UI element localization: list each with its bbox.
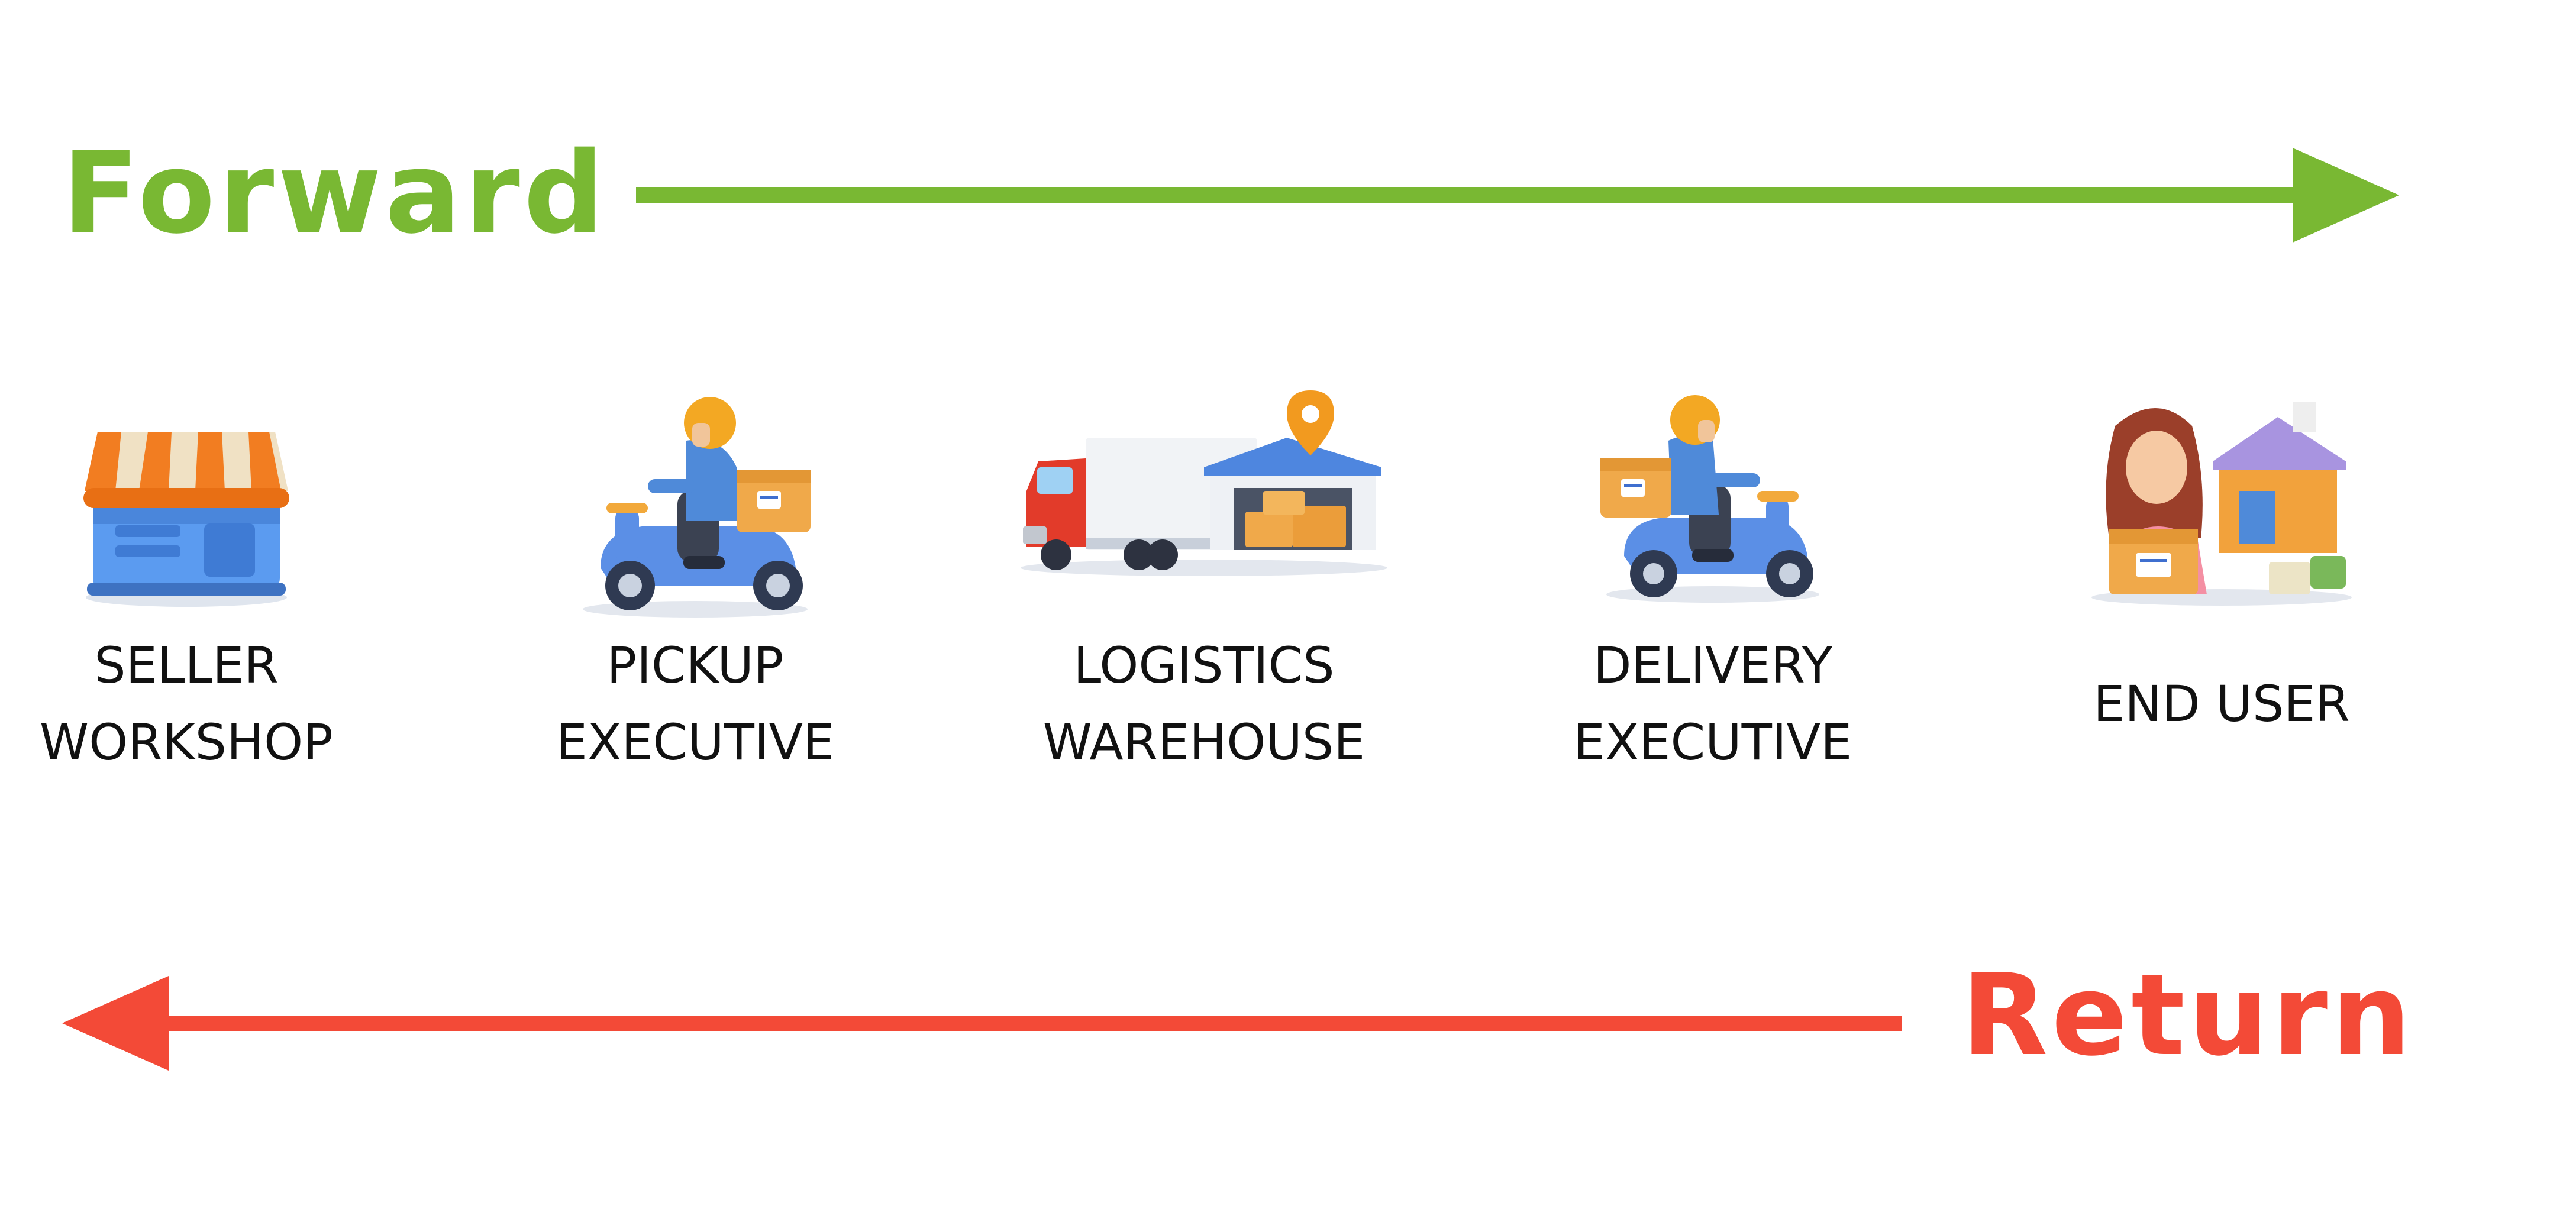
truck-warehouse-icon xyxy=(1021,390,1387,576)
shop-icon xyxy=(83,432,289,607)
label-line: WORKSHOP xyxy=(40,713,333,771)
label-line: EXECUTIVE xyxy=(556,713,835,771)
customer-house-icon xyxy=(2091,402,2352,606)
label-line: END USER xyxy=(2093,675,2350,733)
node-label-pickup-executive: PICKUP EXECUTIVE xyxy=(482,627,908,781)
node-delivery-executive: DELIVERY EXECUTIVE xyxy=(1500,390,1926,781)
return-label: Return xyxy=(1961,950,2415,1081)
label-line: WAREHOUSE xyxy=(1042,713,1366,771)
delivery-scooter-icon xyxy=(1600,395,1819,603)
node-end-user: END USER xyxy=(2009,390,2435,742)
node-label-delivery-executive: DELIVERY EXECUTIVE xyxy=(1500,627,1926,781)
pickup-scooter-icon xyxy=(583,397,811,618)
node-label-seller-workshop: SELLER WORKSHOP xyxy=(0,627,399,781)
forward-arrow xyxy=(636,148,2399,243)
label-line: SELLER xyxy=(94,636,279,694)
node-logistics-warehouse: LOGISTICS WAREHOUSE xyxy=(991,390,1417,781)
node-label-end-user: END USER xyxy=(2009,665,2435,742)
node-label-logistics-warehouse: LOGISTICS WAREHOUSE xyxy=(991,627,1417,781)
return-arrow xyxy=(62,976,1902,1071)
node-pickup-executive: PICKUP EXECUTIVE xyxy=(482,390,908,781)
label-line: LOGISTICS xyxy=(1073,636,1335,694)
label-line: PICKUP xyxy=(606,636,784,694)
node-seller-workshop: SELLER WORKSHOP xyxy=(0,390,399,781)
label-line: DELIVERY xyxy=(1593,636,1833,694)
label-line: EXECUTIVE xyxy=(1573,713,1852,771)
forward-label: Forward xyxy=(62,128,608,258)
